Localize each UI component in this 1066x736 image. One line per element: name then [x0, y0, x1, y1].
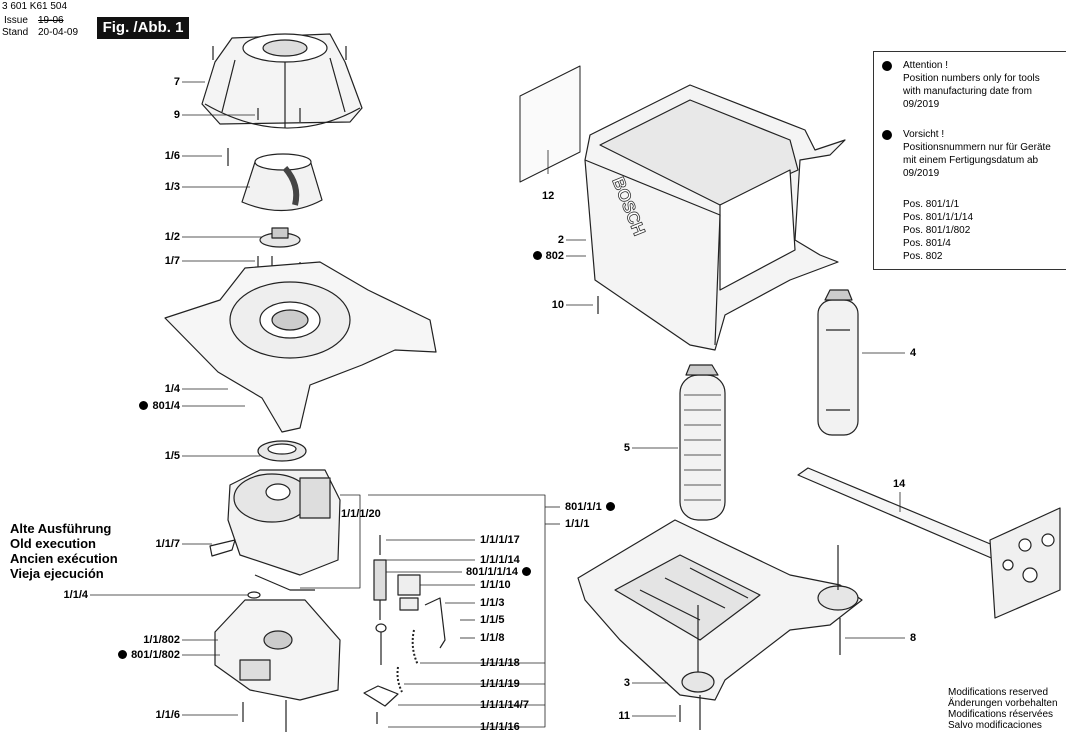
label-1-1-6: 1/1/6: [155, 709, 180, 721]
note-en-line: with manufacturing date from: [903, 86, 1032, 97]
note-position: Pos. 801/1/1/14: [903, 212, 974, 223]
modifications-es: Salvo modificaciones: [948, 720, 1042, 731]
battery-part-4: [817, 289, 859, 436]
modifications-de: Änderungen vorbehalten: [948, 698, 1058, 709]
figure-label: Fig. /Abb. 1: [97, 17, 189, 39]
base-plate-part-1-4: [164, 261, 437, 433]
label-3: 3: [623, 677, 630, 689]
issue-label: Issue: [4, 15, 28, 26]
modifications-notice: Modifications reserved Änderungen vorbeh…: [948, 687, 1058, 731]
label-801-1-1-14: 801/1/1/14: [466, 566, 535, 578]
old-execution-en: Old execution: [10, 536, 96, 551]
label-2: 2: [557, 234, 564, 246]
bushing-part-1-2: [259, 227, 301, 248]
label-9: 9: [173, 109, 180, 121]
label-1-6: 1/6: [164, 150, 180, 162]
label-801-1-1: 801/1/1: [565, 501, 619, 513]
label-1-1-1-16: 1/1/1/16: [480, 721, 520, 733]
label-1-1-5: 1/1/5: [480, 614, 505, 626]
note-de-line: 09/2019: [903, 168, 940, 179]
label-1-1-7: 1/1/7: [155, 538, 180, 550]
bullet-icon: [532, 251, 542, 260]
label-1-1-1-14-7: 1/1/1/14/7: [480, 699, 529, 711]
label-1-2: 1/2: [164, 231, 180, 243]
strap-part-14: [797, 467, 1061, 619]
housing-part-2: [584, 84, 846, 351]
bullet-icon: [118, 650, 128, 659]
label-12: 12: [542, 190, 555, 202]
note-position: Pos. 802: [903, 251, 943, 262]
label-1-1-3: 1/1/3: [480, 597, 505, 609]
label-1-1-1-19: 1/1/1/19: [480, 678, 520, 690]
old-motor-assembly: [209, 469, 341, 591]
part-number: 3 601 K61 504: [2, 1, 68, 12]
bottom-cover-part-3: [577, 519, 863, 730]
modifications-en: Modifications reserved: [948, 687, 1049, 698]
bullet-icon: [882, 61, 892, 71]
bullet-icon: [605, 502, 615, 511]
label-1-1-1-20: 1/1/1/20: [341, 508, 381, 520]
note-en-line: Position numbers only for tools: [903, 73, 1040, 84]
label-1-1-1-17: 1/1/1/17: [480, 534, 520, 546]
battery-part-5: [679, 364, 726, 521]
bullet-icon: [139, 401, 149, 410]
label-1-1-10: 1/1/10: [480, 579, 511, 591]
old-execution-fr: Ancien exécution: [10, 551, 118, 566]
ring-part-1-5: [257, 440, 307, 462]
note-positions: Pos. 801/1/1 Pos. 801/1/1/14 Pos. 801/1/…: [903, 198, 973, 263]
label-1-5: 1/5: [164, 450, 180, 462]
note-position: Pos. 801/1/802: [903, 225, 971, 236]
stand-label: Stand: [2, 27, 29, 38]
label-4: 4: [910, 347, 917, 359]
label-7: 7: [173, 76, 180, 88]
note-de-title: Vorsicht !: [903, 129, 945, 140]
label-1-1-4: 1/1/4: [63, 589, 88, 601]
bullet-icon: [882, 130, 892, 140]
circuit-board-part-1-1-802: [214, 599, 341, 732]
note-position: Pos. 801/1/1: [903, 199, 960, 210]
attention-note-box: Attention ! Position numbers only for to…: [873, 51, 1066, 270]
label-801-1-802: 801/1/802: [90, 649, 180, 661]
label-802: 802: [510, 250, 564, 262]
issue-value: 19-06: [38, 15, 64, 26]
note-english: Attention ! Position numbers only for to…: [903, 59, 1040, 111]
note-position: Pos. 801/4: [903, 238, 951, 249]
label-1-1-1-14: 1/1/1/14: [480, 554, 520, 566]
note-de-line: Positionsnummern nur für Geräte: [903, 142, 1051, 153]
label-1-1-1-18: 1/1/1/18: [480, 657, 520, 669]
label-10: 10: [551, 299, 564, 311]
label-1-1-1: 1/1/1: [565, 518, 590, 530]
note-german: Vorsicht ! Positionsnummern nur für Gerä…: [903, 128, 1051, 180]
label-1-1-802: 1/1/802: [143, 634, 180, 646]
label-1-3: 1/3: [164, 181, 180, 193]
note-de-line: mit einem Fertigungsdatum ab: [903, 155, 1039, 166]
note-en-title: Attention !: [903, 60, 949, 71]
stand-value: 20-04-09: [38, 27, 79, 38]
label-14: 14: [893, 478, 906, 490]
top-frame-part-7: [201, 33, 363, 129]
rotor-cap-part-1-3: [241, 153, 323, 212]
note-en-line: 09/2019: [903, 99, 940, 110]
label-11: 11: [618, 710, 630, 722]
label-5: 5: [623, 442, 630, 454]
old-execution-heading: Alte Ausführung Old execution Ancien exé…: [10, 521, 118, 581]
actuator-part-1-1-1-14: [373, 559, 387, 665]
label-8: 8: [910, 632, 917, 644]
old-execution-es: Vieja ejecución: [10, 566, 104, 581]
label-1-4: 1/4: [164, 383, 180, 395]
bullet-icon: [522, 567, 531, 576]
modifications-fr: Modifications réservées: [948, 709, 1054, 720]
label-1-7: 1/7: [164, 255, 180, 267]
label-1-1-8: 1/1/8: [480, 632, 505, 644]
label-801-4: 801/4: [120, 400, 180, 412]
old-execution-de: Alte Ausführung: [10, 521, 112, 536]
